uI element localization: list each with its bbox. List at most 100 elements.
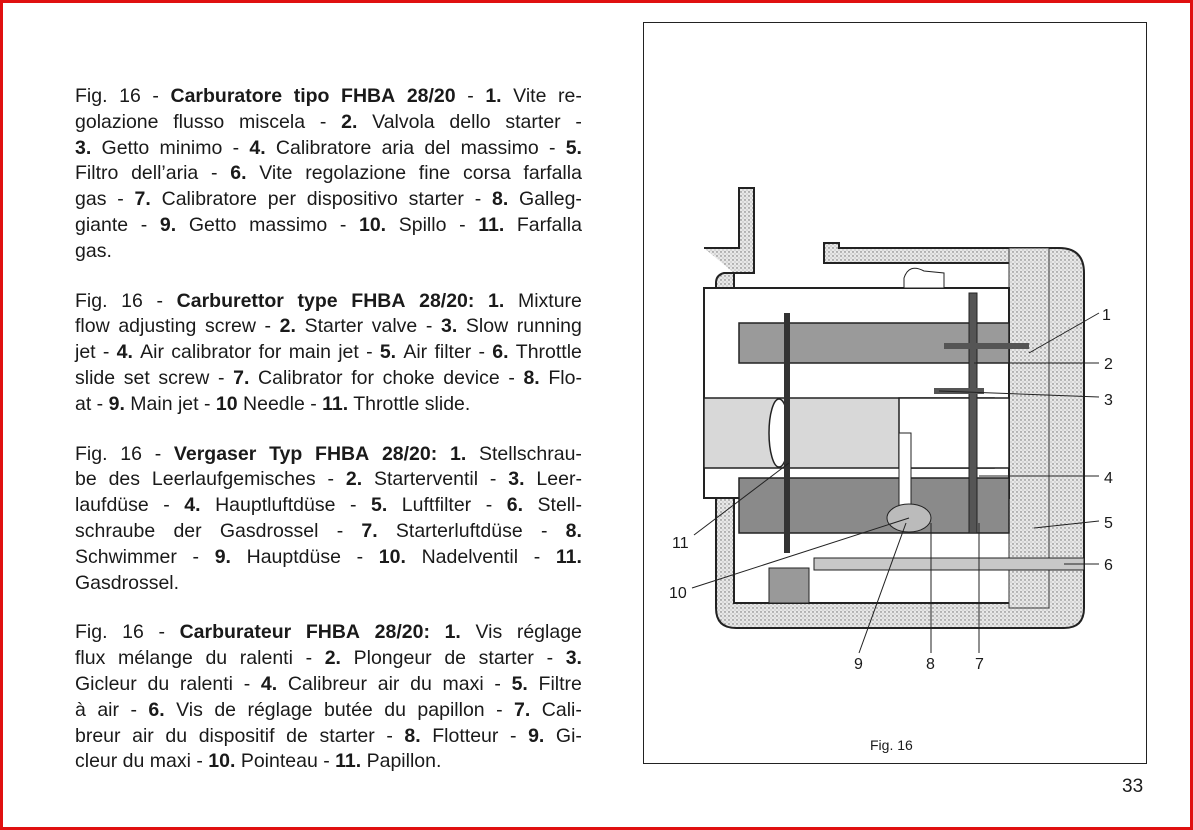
text-segment: aria bbox=[381, 136, 415, 159]
text-segment: ralenti bbox=[239, 647, 293, 670]
text-segment: Gasdrossel. bbox=[75, 571, 180, 594]
text-segment: Hauptluftdüse bbox=[215, 494, 336, 517]
text-segment: Vite bbox=[513, 85, 547, 107]
text-segment: minimo bbox=[159, 136, 223, 159]
text-segment: Hauptdüse bbox=[246, 545, 341, 568]
text-segment: Gicleur bbox=[75, 672, 137, 695]
text-segment: mélange bbox=[118, 647, 193, 670]
text-segment: Valvola bbox=[372, 110, 435, 133]
callout-1: 1 bbox=[1102, 307, 1111, 324]
text-segment: Vis bbox=[475, 621, 503, 644]
bold-text: 28/20: bbox=[374, 621, 430, 644]
text-segment: Papillon. bbox=[361, 750, 442, 773]
bold-text: 1. bbox=[444, 621, 461, 644]
figure-caption: Fig. 16 bbox=[870, 737, 913, 753]
text-segment: miscela bbox=[238, 110, 306, 133]
text-segment: Getto bbox=[188, 213, 237, 236]
text-segment: flow bbox=[75, 315, 110, 338]
text-segment: à bbox=[75, 698, 86, 721]
text-segment: air bbox=[377, 672, 400, 695]
text-segment: dello bbox=[449, 110, 491, 133]
text-segment: Schwimmer bbox=[75, 545, 177, 568]
text-segment: Fig. bbox=[75, 621, 108, 644]
text-line: Schwimmer-9.Hauptdüse-10.Nadelventil-11. bbox=[75, 545, 582, 571]
bold-text: Typ bbox=[269, 442, 303, 465]
text-segment: Fig. bbox=[75, 289, 108, 312]
text-segment: running bbox=[516, 315, 582, 338]
text-segment: massimo bbox=[460, 136, 539, 159]
text-segment: laufdüse bbox=[75, 494, 149, 517]
text-segment: Calibratore bbox=[161, 188, 257, 211]
text-segment: Plongeur bbox=[353, 647, 432, 670]
bold-text: Carburateur bbox=[179, 621, 292, 644]
text-segment: Fig. bbox=[75, 85, 108, 107]
bold-text: Vergaser bbox=[173, 442, 257, 465]
bold-text: 6. bbox=[230, 162, 247, 185]
text-segment: Throttle slide. bbox=[348, 392, 471, 415]
text-segment: cleur du maxi - bbox=[75, 750, 209, 773]
bold-text: 2. bbox=[345, 468, 363, 491]
text-segment: starter bbox=[478, 647, 534, 670]
bold-text: FHBA bbox=[305, 621, 361, 644]
text-segment: giante bbox=[75, 213, 129, 236]
text-segment: 16 bbox=[121, 289, 143, 312]
bold-text: 10. bbox=[358, 213, 387, 236]
text-segment: regolazione bbox=[305, 162, 407, 185]
text-segment: butée bbox=[323, 698, 373, 721]
text-segment: de bbox=[286, 724, 308, 747]
text-segment: choke bbox=[382, 366, 435, 389]
text-segment: 16 bbox=[122, 621, 144, 644]
bold-text: 7. bbox=[361, 519, 378, 542]
bold-text: 7. bbox=[233, 366, 250, 389]
text-segment: screw bbox=[205, 315, 256, 338]
text-segment: screw bbox=[158, 366, 210, 389]
text-segment: - bbox=[192, 545, 200, 568]
bold-text: Carburatore bbox=[170, 85, 283, 107]
bold-text: 9. bbox=[159, 213, 177, 236]
text-segment: Farfalla bbox=[516, 213, 582, 236]
text-segment: starter bbox=[319, 724, 375, 747]
text-segment: gas. bbox=[75, 239, 112, 262]
bold-text: 2. bbox=[279, 315, 296, 338]
text-segment: Cali- bbox=[541, 698, 582, 721]
bold-text: Carburettor bbox=[176, 289, 284, 312]
text-segment: breur bbox=[75, 724, 121, 747]
bold-text: FHBA bbox=[341, 85, 396, 107]
text-segment: dell’aria bbox=[131, 162, 199, 185]
text-segment: farfalla bbox=[523, 162, 582, 185]
callout-labels: 1 2 3 4 5 6 7 8 9 10 11 bbox=[669, 307, 1113, 673]
carburetor-diagram: 1 2 3 4 5 6 7 8 9 10 11 bbox=[669, 187, 1113, 673]
text-segment: du bbox=[165, 724, 188, 747]
text-segment: Mixture bbox=[517, 289, 582, 312]
text-segment: - bbox=[264, 315, 272, 338]
text-segment: - bbox=[117, 188, 124, 211]
text-segment: flux bbox=[75, 647, 106, 670]
text-segment: - bbox=[243, 672, 251, 695]
callout-4: 4 bbox=[1104, 470, 1113, 487]
text-segment: be bbox=[75, 468, 97, 491]
text-segment: air bbox=[97, 698, 119, 721]
text-segment: - bbox=[494, 672, 501, 695]
text-segment: - bbox=[540, 519, 548, 542]
bold-text: 28/20 bbox=[406, 85, 456, 107]
bold-text: 8. bbox=[523, 366, 540, 389]
bold-text: 11. bbox=[322, 392, 349, 415]
text-segment: Air bbox=[140, 341, 164, 364]
text-segment: filter bbox=[434, 341, 472, 364]
bold-text: 6. bbox=[148, 698, 165, 721]
bold-text: 3. bbox=[441, 315, 458, 338]
text-segment: device bbox=[443, 366, 500, 389]
text-segment: Stellschrau- bbox=[478, 442, 582, 465]
bold-text: 4. bbox=[260, 672, 278, 695]
bold-text: 10 bbox=[215, 392, 238, 415]
text-segment: Fig. bbox=[75, 442, 108, 465]
text-segment: - bbox=[130, 698, 137, 721]
